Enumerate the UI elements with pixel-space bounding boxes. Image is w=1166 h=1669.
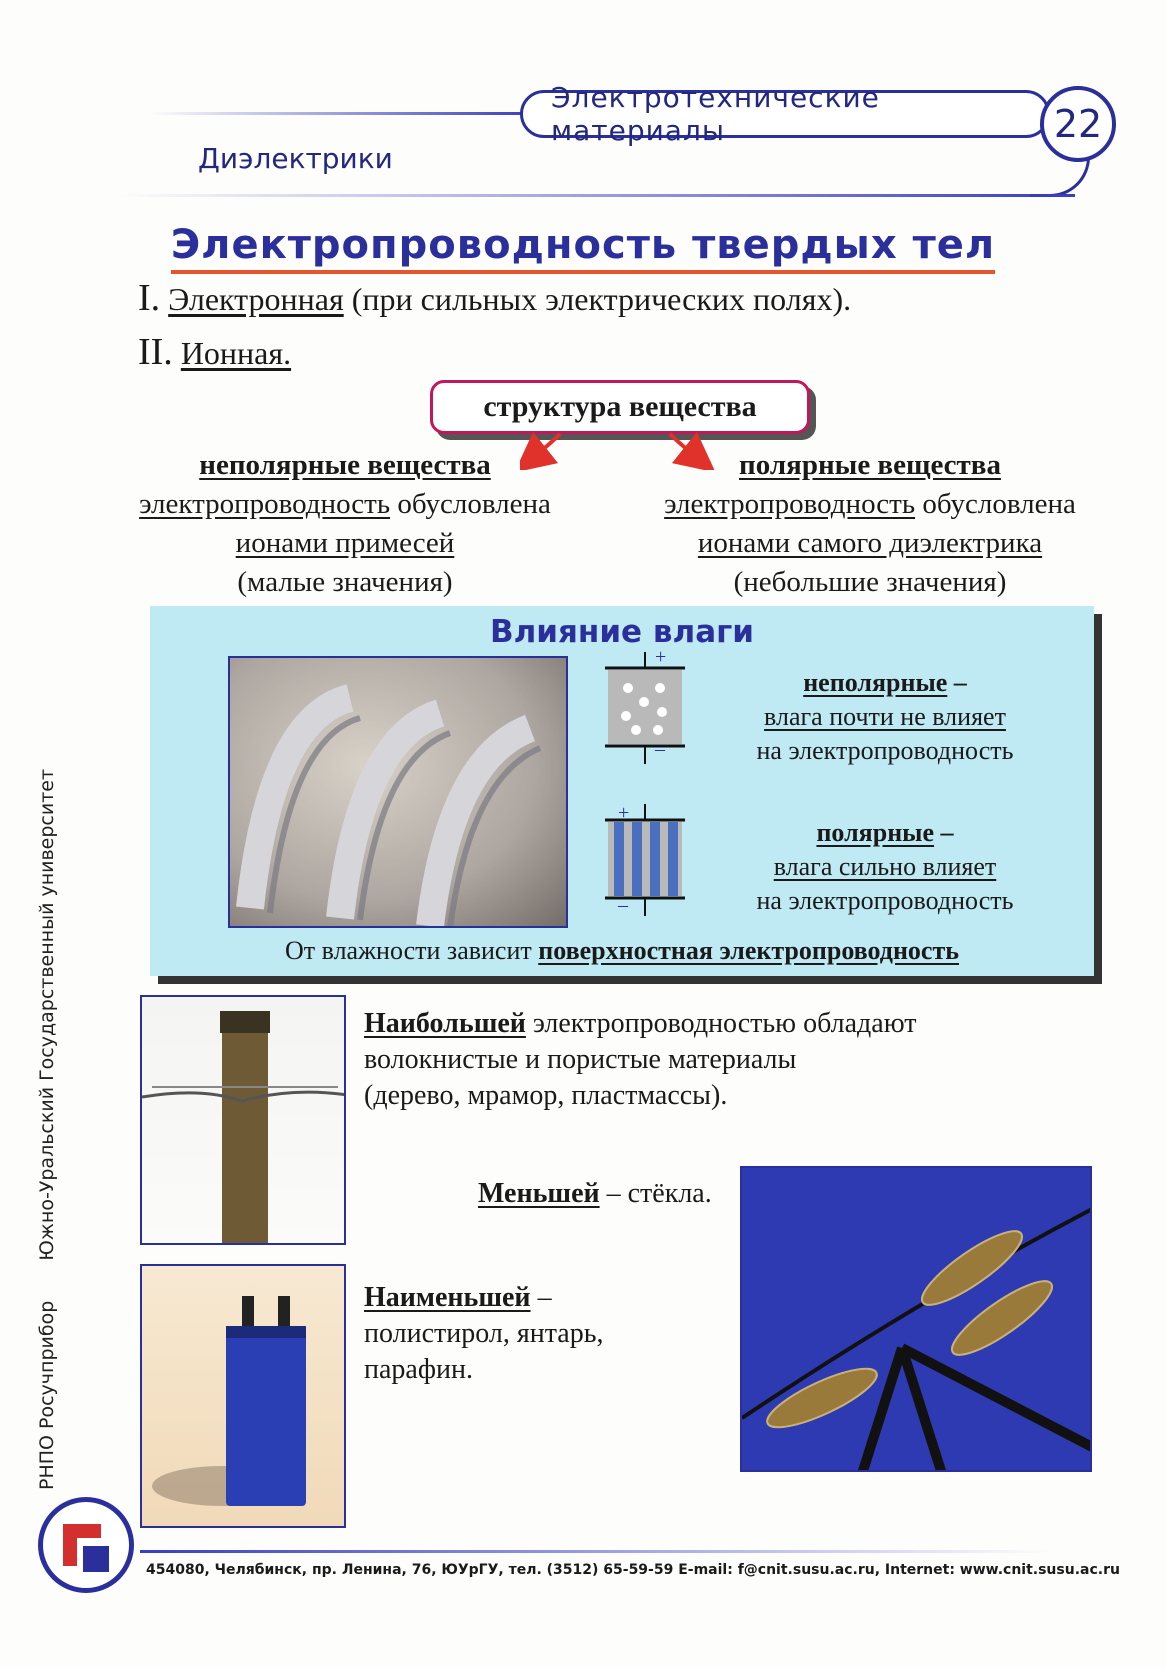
moisture-panel: Влияние влаги + – xyxy=(150,606,1094,976)
side-vertical-text: РНПО РосучприборЮжно-Уральский Государст… xyxy=(36,768,58,1490)
header-top-line xyxy=(150,112,530,115)
section-title: Диэлектрики xyxy=(198,142,393,175)
insulator-photo xyxy=(228,656,568,928)
nonpolar-plus: + xyxy=(655,646,667,668)
type-ionic: II. Ионная. xyxy=(138,331,292,373)
subject-title: Электротехнические материалы xyxy=(520,81,1050,147)
structure-box: структура вещества xyxy=(430,380,810,434)
polar-heading: полярные вещества xyxy=(739,449,1001,481)
moisture-title: Влияние влаги xyxy=(489,614,755,650)
highest-text: Наибольшей электропроводностью обладают … xyxy=(364,1008,917,1111)
moisture-footer: От влажности зависит поверхностная элект… xyxy=(285,936,959,965)
moisture-polar-text: полярные – влага сильно влияет на электр… xyxy=(756,818,1014,915)
nonpolar-diagram xyxy=(605,652,685,764)
lowest-text: Наименьшей – полистирол, янтарь, парафин… xyxy=(364,1282,604,1385)
branch-arrows xyxy=(520,431,716,470)
footer-contacts: 454080, Челябинск, пр. Ленина, 76, ЮУрГУ… xyxy=(146,1562,1120,1578)
rnpo-logo xyxy=(38,1497,134,1593)
nonpolar-column: неполярные вещества электропроводность о… xyxy=(100,446,590,602)
type-electronic: I. Электронная (при сильных электрически… xyxy=(138,277,852,319)
less-text: Меньшей – стёкла. xyxy=(478,1178,712,1209)
polar-column: полярные вещества электропроводность обу… xyxy=(620,446,1120,602)
wooden-pole-photo xyxy=(140,995,346,1245)
polar-plus: + xyxy=(618,802,630,824)
capacitor-photo xyxy=(140,1264,346,1528)
polar-minus: – xyxy=(618,894,628,916)
page-number: 22 xyxy=(1040,86,1116,162)
page-title: Электропроводность твердых тел xyxy=(0,222,1166,274)
glass-insulator-photo xyxy=(740,1166,1092,1472)
footer-line xyxy=(140,1550,1050,1553)
moisture-nonpolar-text: неполярные – влага почти не влияет на эл… xyxy=(756,668,1014,765)
nonpolar-minus: – xyxy=(655,738,665,760)
polar-diagram xyxy=(605,804,685,916)
header-bottom-line xyxy=(120,194,1075,197)
nonpolar-heading: неполярные вещества xyxy=(199,449,491,481)
